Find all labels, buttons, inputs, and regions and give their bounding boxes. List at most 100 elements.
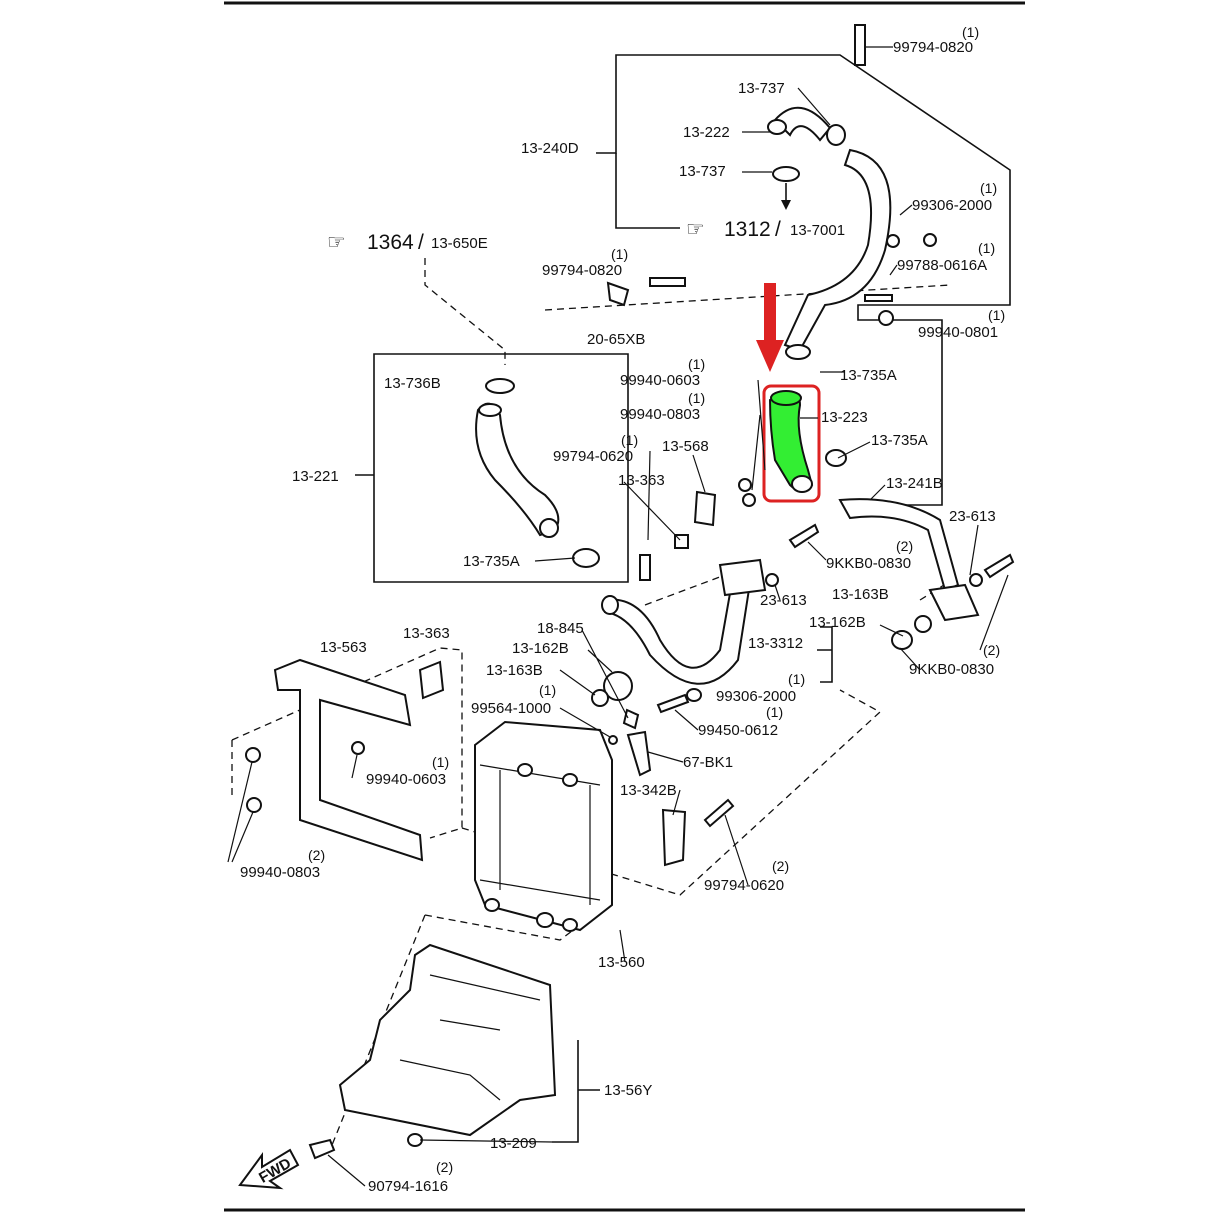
part-label: 13-735A [840,367,897,384]
part-label: 9KKB0-0830 [826,555,911,572]
qty-label: (1) [432,754,449,770]
part-label: 13-162B [512,640,569,657]
part-label: 99450-0612 [698,722,778,739]
part-label: 67-BK1 [683,754,733,771]
part-label: 13-737 [679,163,726,180]
bolt-99794-0620-lower [703,798,735,828]
bolt-90794-1616 [308,1138,336,1160]
guide-1364 [424,258,506,365]
leader-lines [327,46,1009,1187]
qty-label: (1) [688,356,705,372]
hose-13-221 [475,402,560,537]
highlight-box [762,384,821,503]
intercooler-core [479,764,601,905]
part-label: 13-737 [738,80,785,97]
part-label: 13-568 [662,438,709,455]
clamp-13-735A-upper [785,344,811,360]
part-label: 99794-0620 [553,448,633,465]
clamp-13-736B [485,378,515,394]
bolt-99794-0620 [639,554,651,581]
flange [928,583,980,622]
clip-13-209 [407,1133,423,1147]
hand-pointer-icon: ☞ [327,231,346,254]
part-label: 18-845 [537,620,584,637]
oring-13-163B [914,615,932,633]
part-label: 99940-0603 [366,771,446,788]
part-label: 99564-1000 [471,700,551,717]
part-label: 99794-0820 [893,39,973,56]
air-duct-13-56Y [338,943,557,1137]
leaders [227,754,358,863]
part-label: 13-221 [292,468,339,485]
part-label: 13-363 [618,472,665,489]
washer-23-613-left [765,573,779,587]
part-label: 13-735A [463,553,520,570]
part-label: 13-363 [403,625,450,642]
washer-99306-2000 [923,233,937,247]
part-label: 99794-0620 [704,877,784,894]
clamp-13-737 [826,124,846,146]
bracket-line [615,153,680,229]
qty-label: (1) [980,180,997,196]
qty-label: (2) [896,538,913,554]
ref-page: 1312 [724,218,771,241]
part-label: 13-563 [320,639,367,656]
duct-detail [399,974,541,1101]
clamp-13-737-lower [772,166,800,182]
part-label: 9KKB0-0830 [909,661,994,678]
pipe-flange [718,558,767,597]
nut-99940-0603 [738,478,752,492]
intercooler-port [517,763,533,777]
bolt-99794-0820-top [854,24,866,66]
part-label: 23-613 [949,508,996,525]
part-label: 99940-0603 [620,372,700,389]
nut [886,234,900,248]
qty-label: (1) [962,24,979,40]
hose-13-222 [773,106,832,142]
part-label: 23-613 [760,592,807,609]
qty-label: (1) [766,704,783,720]
qty-label: (1) [539,682,556,698]
bracket-13-56Y [552,1040,600,1143]
bolt-9KKB0-0830 [983,553,1015,579]
hose-13-221-lower-end [539,518,559,538]
part-label: 13-222 [683,124,730,141]
part-label: 99794-0820 [542,262,622,279]
bolt-9KKB0-0830-left [788,523,820,549]
nut-99940-0803 [742,493,756,507]
part-label: 90794-1616 [368,1178,448,1195]
part-label: 99306-2000 [716,688,796,705]
intercooler-port [536,912,554,928]
qty-label: (2) [308,847,325,863]
bracket-20-65XB [606,281,630,307]
part-label: 13-240D [521,140,579,157]
cap-99306-2000 [686,688,702,702]
nut-99940-0803-b [246,797,262,813]
assembly-box-13-221 [373,353,629,583]
nut-99940-0603-left [351,741,365,755]
qty-label: (1) [611,246,628,262]
part-label: 99788-0616A [897,257,987,274]
bolt-99450-0612 [656,693,690,714]
assembly-bracket-13-240D [596,54,1011,506]
qty-label: (1) [621,432,638,448]
part-label: 13-163B [832,586,889,603]
guide-top [544,284,951,311]
qty-label: (2) [772,858,789,874]
qty-label: (1) [978,240,995,256]
bracket-13-3312 [817,626,833,683]
plug-99564-1000 [608,735,618,745]
bolt-99794-0820 [649,277,686,287]
ref-1364[interactable]: ☞ 1364 / 13-650E [327,231,488,254]
part-label: 13-241B [886,475,943,492]
intercooler-port [562,773,578,787]
part-label: 13-342B [620,782,677,799]
oring-13-163B-left [591,689,609,707]
part-label: 99940-0801 [918,324,998,341]
washer-23-613 [969,573,983,587]
part-label: 13-735A [871,432,928,449]
ref-1312[interactable]: ☞ 1312 / 13-7001 [686,218,845,241]
bracket-13-342B [661,808,687,867]
ref-part: 13-7001 [790,222,845,239]
